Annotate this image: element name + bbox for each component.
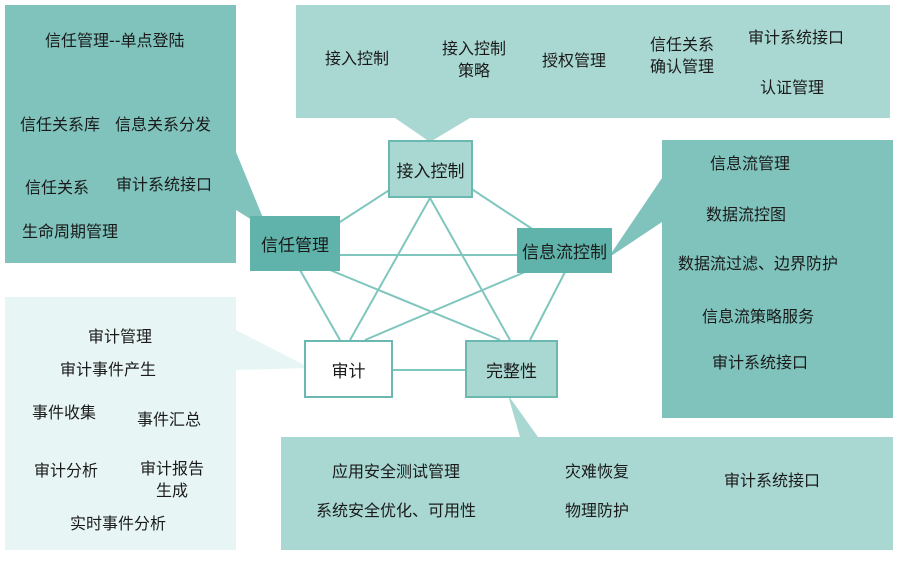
edge-flow-integrity bbox=[529, 271, 566, 341]
trust-panel-title: 信任管理--单点登陆 bbox=[45, 31, 185, 50]
edge-access-audit bbox=[349, 197, 431, 341]
flow-panel-item: 数据流控图 bbox=[706, 205, 787, 224]
audit-panel-item: 审计管理 bbox=[88, 327, 153, 346]
access-panel-item: 信任关系 确认管理 bbox=[644, 34, 720, 78]
flow-panel-callout bbox=[608, 140, 893, 418]
integrity-panel-callout bbox=[281, 395, 893, 550]
edge-flow-audit bbox=[364, 271, 526, 341]
flow-panel-item: 信息流管理 bbox=[710, 154, 791, 173]
audit-panel-item: 实时事件分析 bbox=[70, 514, 167, 533]
audit-panel-item-line: 审计报告 bbox=[139, 459, 204, 478]
integrity-panel-item: 物理防护 bbox=[565, 501, 630, 520]
audit-panel-item: 事件汇总 bbox=[137, 410, 202, 429]
access-panel-item-line: 信任关系 bbox=[649, 35, 714, 54]
trust-panel-item: 生命周期管理 bbox=[22, 222, 119, 241]
trust-panel-item: 审计系统接口 bbox=[116, 175, 213, 194]
integrity-panel-item: 系统安全优化、可用性 bbox=[316, 501, 477, 520]
audit-panel-item: 事件收集 bbox=[32, 403, 97, 422]
audit-panel-item: 审计事件产生 bbox=[60, 360, 157, 379]
trust-panel-item: 信息关系分发 bbox=[115, 115, 212, 134]
access-panel-item-line: 确认管理 bbox=[649, 57, 714, 76]
integrity-panel-item: 审计系统接口 bbox=[724, 471, 821, 490]
access-control-node: 接入控制 bbox=[388, 140, 473, 198]
trust-management-node: 信任管理 bbox=[250, 216, 340, 271]
audit-panel-item: 审计分析 bbox=[34, 461, 99, 480]
access-panel-item-line: 策略 bbox=[457, 61, 490, 80]
edge-access-integrity bbox=[429, 197, 511, 341]
flow-panel-item: 信息流策略服务 bbox=[702, 307, 815, 326]
audit-panel-item: 审计报告 生成 bbox=[134, 458, 210, 502]
integrity-panel-item: 应用安全测试管理 bbox=[332, 462, 461, 481]
node-connections bbox=[299, 177, 566, 371]
flow-panel-item: 数据流过滤、边界防护 bbox=[678, 254, 839, 273]
access-panel-item-line: 接入控制 bbox=[441, 39, 506, 58]
access-panel-item: 接入控制 bbox=[325, 49, 390, 68]
access-panel-item: 认证管理 bbox=[760, 78, 825, 97]
access-panel-item: 审计系统接口 bbox=[748, 28, 845, 47]
info-flow-control-node: 信息流控制 bbox=[517, 228, 612, 273]
integrity-node: 完整性 bbox=[465, 340, 558, 398]
access-panel-callout bbox=[296, 5, 890, 142]
trust-panel-item: 信任关系库 bbox=[20, 115, 101, 134]
trust-panel-item: 信任关系 bbox=[25, 178, 90, 197]
access-panel-item: 授权管理 bbox=[542, 51, 607, 70]
edge-trust-audit bbox=[299, 269, 341, 341]
audit-node: 审计 bbox=[304, 340, 393, 398]
edge-trust-integrity bbox=[329, 269, 501, 341]
trust-panel-callout bbox=[5, 5, 268, 263]
flow-panel-item: 审计系统接口 bbox=[712, 353, 809, 372]
audit-panel-callout bbox=[5, 297, 310, 550]
access-panel-item: 接入控制 策略 bbox=[436, 38, 512, 82]
audit-panel-item-line: 生成 bbox=[155, 481, 188, 500]
integrity-panel-item: 灾难恢复 bbox=[565, 462, 630, 481]
